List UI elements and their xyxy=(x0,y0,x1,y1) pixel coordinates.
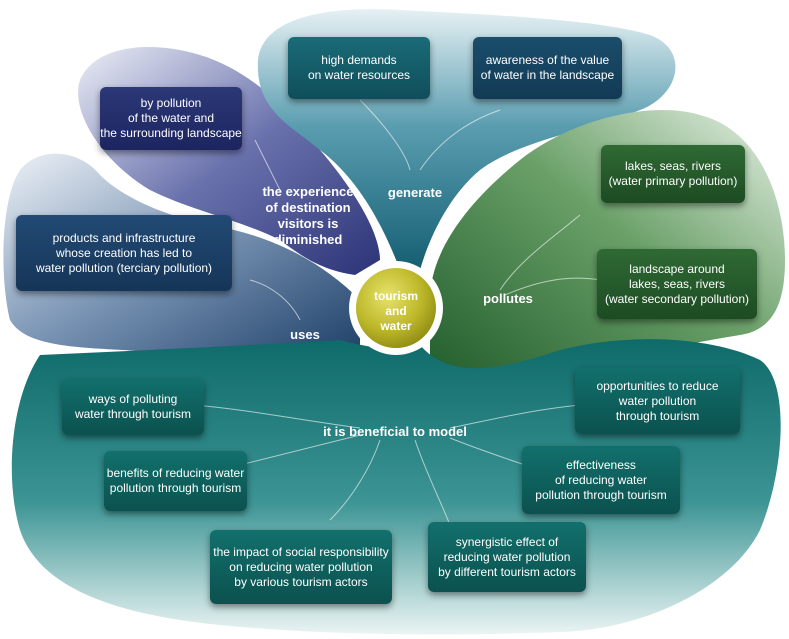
model-item-6: opportunities to reduce water pollution … xyxy=(575,368,740,434)
generate-item-1-text: high demands on water resources xyxy=(307,53,411,82)
model-item-2-text: benefits of reducing water pollution thr… xyxy=(106,466,245,495)
model-item-4-text: synergistic effect of reducing water pol… xyxy=(438,534,576,579)
model-item-3: the impact of social responsibility on r… xyxy=(210,530,392,604)
model-label: it is beneficial to model xyxy=(323,424,467,439)
diminished-label: the experience of destination visitors i… xyxy=(262,184,354,247)
pollutes-item-2-text: landscape around lakes, seas, rivers (wa… xyxy=(604,261,750,306)
generate-item-2-text: awareness of the value of water in the l… xyxy=(480,53,615,82)
model-item-3-text: the impact of social responsibility on r… xyxy=(213,544,389,589)
model-item-5: effectiveness of reducing water pollutio… xyxy=(522,446,680,514)
diminished-item-1: by pollution of the water and the surrou… xyxy=(100,87,242,150)
pollutes-item-1: lakes, seas, rivers (water primary pollu… xyxy=(601,145,745,203)
model-item-4: synergistic effect of reducing water pol… xyxy=(428,522,586,592)
generate-label: generate xyxy=(387,185,443,200)
diminished-item-1-text: by pollution of the water and the surrou… xyxy=(100,96,242,140)
uses-item-1-text: products and infrastructure whose creati… xyxy=(35,230,213,275)
center-label: tourism and water xyxy=(373,289,418,333)
pollutes-item-2: landscape around lakes, seas, rivers (wa… xyxy=(597,249,757,319)
uses-item-1: products and infrastructure whose creati… xyxy=(16,215,232,291)
center-disc xyxy=(356,268,436,348)
generate-item-1: high demands on water resources xyxy=(288,37,430,99)
generate-item-2: awareness of the value of water in the l… xyxy=(473,37,622,99)
pollutes-label: pollutes xyxy=(483,291,533,306)
pollutes-item-1-text: lakes, seas, rivers (water primary pollu… xyxy=(608,159,738,188)
uses-label: uses xyxy=(290,327,320,342)
model-item-5-text: effectiveness of reducing water pollutio… xyxy=(535,457,667,502)
model-item-1: ways of polluting water through tourism xyxy=(62,379,204,435)
model-item-6-text: opportunities to reduce water pollution … xyxy=(596,378,719,423)
model-item-1-text: ways of polluting water through tourism xyxy=(74,392,192,421)
model-item-2: benefits of reducing water pollution thr… xyxy=(104,451,247,511)
